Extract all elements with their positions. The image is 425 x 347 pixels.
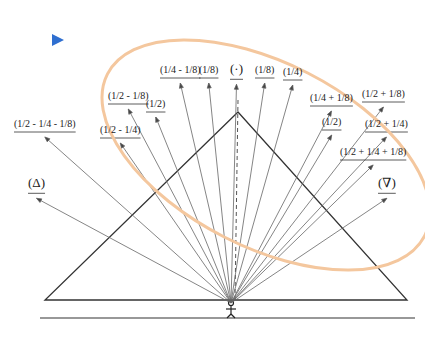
- sight-line: [231, 137, 386, 303]
- sight-line: [209, 83, 231, 303]
- label-underline: [160, 78, 201, 79]
- sight-line: [231, 135, 332, 303]
- angle-label: (1/8): [255, 64, 274, 75]
- angle-label: (1/2 + 1/4): [365, 118, 408, 129]
- angle-label: (1/2 - 1/4): [100, 124, 141, 135]
- label-underline: [100, 138, 141, 139]
- sight-arrowhead: [45, 137, 50, 142]
- highlight-ellipse: [66, 0, 425, 318]
- label-underline: [28, 193, 45, 194]
- angle-label: (1/2 + 1/8): [362, 88, 405, 99]
- sight-arrowhead: [289, 85, 293, 90]
- sight-arrowhead: [156, 117, 160, 122]
- angle-label: (∇): [378, 176, 396, 190]
- label-underline: [14, 132, 76, 133]
- label-underline: [362, 102, 405, 103]
- sight-line: [231, 111, 331, 303]
- sight-arrowhead: [327, 135, 331, 140]
- sight-arrowhead: [262, 83, 266, 88]
- sight-arrowhead: [382, 137, 387, 142]
- angle-label: (·): [230, 62, 243, 76]
- sight-arrowhead: [120, 143, 124, 148]
- sight-line: [231, 107, 383, 303]
- label-underline: [199, 78, 218, 79]
- label-underline: [340, 160, 406, 161]
- sight-line: [120, 143, 231, 303]
- label-underline: [365, 132, 408, 133]
- angle-label: (1/2): [322, 116, 341, 127]
- sight-arrowhead: [179, 83, 183, 88]
- sight-line: [231, 165, 373, 303]
- pointer-arrow: [52, 34, 64, 46]
- angle-label: (1/8): [199, 64, 218, 75]
- sight-line: [128, 109, 231, 303]
- angle-label: (1/4): [283, 66, 302, 77]
- label-underline: [230, 79, 243, 80]
- pyramid-outline: [45, 112, 407, 300]
- sight-arrowhead: [207, 83, 211, 88]
- angle-label: (1/4 - 1/8): [160, 64, 201, 75]
- angle-label: (Δ): [28, 176, 45, 190]
- label-underline: [255, 78, 274, 79]
- label-underline: [378, 193, 396, 194]
- sight-arrowhead: [368, 165, 373, 170]
- angle-label: (1/2 - 1/8): [108, 90, 149, 101]
- sight-line: [180, 83, 231, 303]
- sight-arrowhead: [128, 109, 132, 114]
- sight-arrowhead: [382, 198, 387, 202]
- sight-line: [37, 198, 231, 303]
- label-underline: [322, 130, 341, 131]
- sight-arrowhead: [379, 107, 384, 112]
- label-underline: [146, 112, 165, 113]
- angle-label: (1/4 + 1/8): [310, 92, 353, 103]
- sight-line: [45, 137, 231, 303]
- angle-label: (1/2 + 1/4 + 1/8): [340, 146, 406, 157]
- sight-arrowhead: [37, 198, 42, 202]
- sight-arrowhead: [234, 84, 238, 89]
- sight-arrowhead: [327, 111, 331, 116]
- label-underline: [108, 104, 149, 105]
- label-underline: [310, 106, 353, 107]
- label-underline: [283, 80, 302, 81]
- observer-figure: [226, 301, 236, 319]
- angle-label: (1/2 - 1/4 - 1/8): [14, 118, 76, 129]
- angle-label: (1/2): [146, 98, 165, 109]
